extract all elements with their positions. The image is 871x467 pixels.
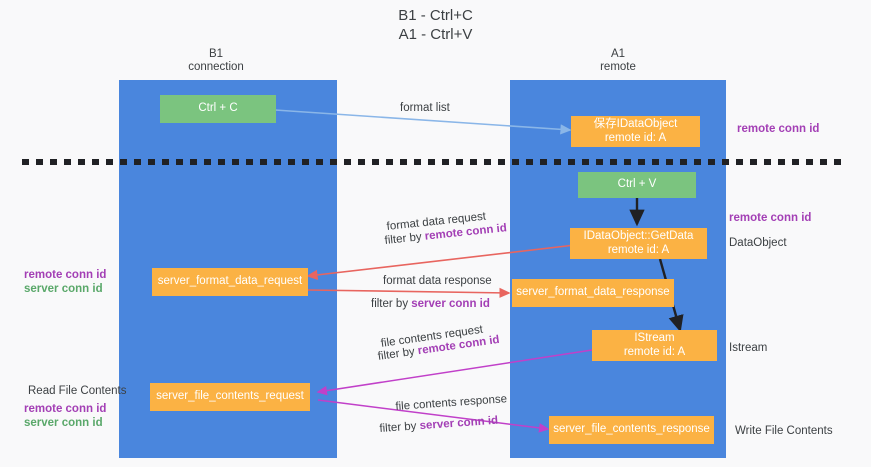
- box-ctrl-c-line1: Ctrl + C: [198, 102, 238, 115]
- annotation-left-server-conn-id-mid: server conn id: [24, 283, 103, 295]
- box-ctrl-v-line1: Ctrl + V: [617, 178, 657, 191]
- box-server-file-contents-request[interactable]: server_file_contents_request: [150, 383, 310, 411]
- box-save-idataobject[interactable]: 保存IDataObject remote id: A: [571, 116, 700, 147]
- box-istream-line2: remote id: A: [623, 345, 686, 358]
- annotation-left-server-conn-id-bottom: server conn id: [24, 417, 103, 429]
- annotation-remote-conn-id-mid: remote conn id: [729, 212, 812, 224]
- edge-label-format-data-response-filter-key: server conn id: [411, 298, 490, 310]
- edge-label-format-data-response-filter-prefix: filter by: [371, 298, 412, 310]
- diagram-title-line1: B1 - Ctrl+C: [398, 7, 473, 24]
- box-ctrl-c[interactable]: Ctrl + C: [160, 95, 276, 123]
- edge-format-data-response: [307, 287, 511, 298]
- annotation-read-file-contents: Read File Contents: [28, 385, 127, 397]
- box-save-idataobject-line1: 保存IDataObject: [593, 118, 678, 130]
- box-server-file-contents-response-line1: server_file_contents_response: [553, 423, 710, 436]
- box-ctrl-v[interactable]: Ctrl + V: [578, 172, 696, 198]
- edge-label-file-contents-response: file contents response: [395, 393, 508, 413]
- edge-label-file-contents-response-filter-prefix: filter by: [379, 420, 421, 435]
- box-server-format-data-response-line1: server_format_data_response: [516, 286, 670, 299]
- edge-label-format-data-response-filter: filter by server conn id: [371, 297, 490, 311]
- edge-label-file-contents-response-filter: filter by server conn id: [379, 414, 499, 436]
- edge-label-format-data-request-filter-prefix: filter by: [384, 230, 426, 247]
- edge-label-format-data-response: format data response: [383, 275, 492, 287]
- box-server-format-data-response[interactable]: server_format_data_response: [512, 279, 674, 307]
- box-idataobject-getdata[interactable]: IDataObject::GetData remote id: A: [570, 228, 707, 259]
- column-header-b1-line2: connection: [188, 61, 244, 73]
- box-server-format-data-request-line1: server_format_data_request: [157, 275, 303, 288]
- edge-label-file-contents-request-filter-prefix: filter by: [377, 345, 419, 363]
- column-header-a1: A1 remote: [558, 48, 678, 74]
- annotation-remote-conn-id-top: remote conn id: [737, 123, 820, 135]
- edge-label-file-contents-response-filter-key: server conn id: [419, 414, 499, 433]
- column-header-a1-line1: A1: [610, 48, 626, 60]
- box-server-file-contents-request-line1: server_file_contents_request: [156, 390, 304, 403]
- edge-label-format-list: format list: [400, 102, 450, 114]
- box-istream-line1: IStream: [634, 332, 675, 344]
- column-header-b1: B1 connection: [156, 48, 276, 74]
- annotation-left-remote-conn-id-bottom: remote conn id: [24, 403, 107, 415]
- box-server-format-data-request[interactable]: server_format_data_request: [152, 268, 308, 296]
- annotation-left-remote-conn-id-mid: remote conn id: [24, 269, 107, 281]
- box-idataobject-getdata-line2: remote id: A: [607, 243, 670, 256]
- annotation-istream: Istream: [729, 342, 768, 354]
- box-istream[interactable]: IStream remote id: A: [592, 330, 717, 361]
- column-header-a1-line2: remote: [600, 61, 636, 73]
- box-server-file-contents-response[interactable]: server_file_contents_response: [549, 416, 714, 444]
- diagram-title-line2: A1 - Ctrl+V: [398, 26, 473, 43]
- column-header-b1-line1: B1: [208, 48, 224, 60]
- annotation-write-file-contents: Write File Contents: [735, 425, 833, 437]
- box-idataobject-getdata-line1: IDataObject::GetData: [583, 230, 694, 242]
- annotation-dataobject: DataObject: [729, 237, 787, 249]
- diagram-title: B1 - Ctrl+C A1 - Ctrl+V: [0, 6, 871, 44]
- box-save-idataobject-line2: remote id: A: [604, 131, 667, 144]
